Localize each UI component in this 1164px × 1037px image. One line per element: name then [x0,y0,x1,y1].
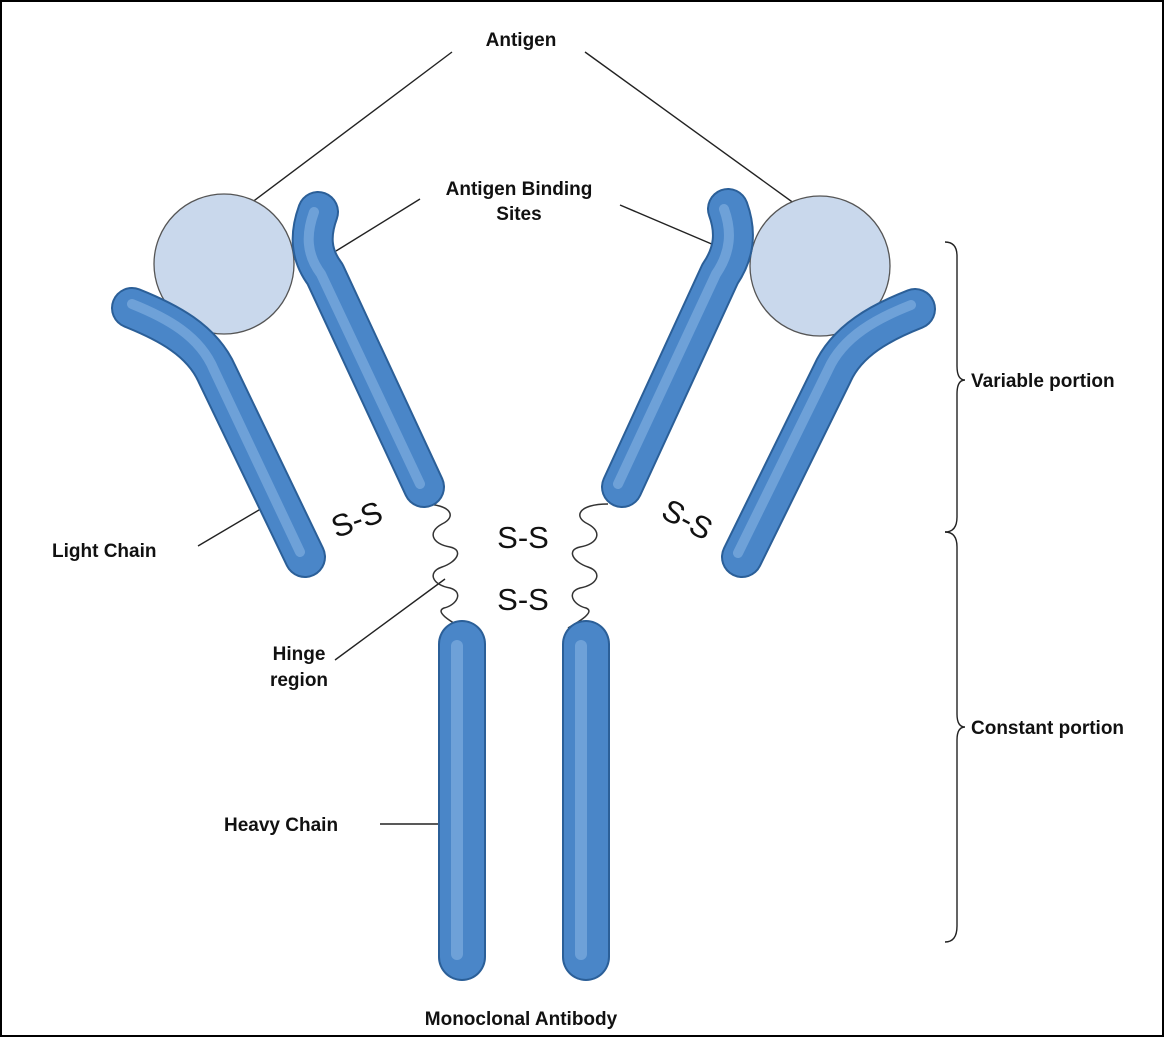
binding-sites-label-line2: Sites [496,204,541,225]
heavy-chain-right-upper [618,209,733,487]
diagram-caption: Monoclonal Antibody [425,1009,618,1030]
disulfide-bond-right: S-S [656,492,718,547]
hinge-label-line2: region [270,670,328,691]
light-chain-label: Light Chain [52,541,156,562]
disulfide-bond-hinge-lower: S-S [497,582,549,617]
antigen-leader-right [585,52,802,209]
light-chain-leader [198,507,264,546]
antigen-leader-left [239,52,452,212]
antigen-label: Antigen [486,30,557,51]
heavy-chain-label: Heavy Chain [224,815,338,836]
binding-sites-label-line1: Antigen Binding [446,179,593,200]
light-chain-left [132,304,305,557]
hinge-wave-right [568,504,608,628]
disulfide-bond-left: S-S [327,494,388,545]
binding-site-leader-left [336,199,420,251]
portion-braces [945,242,965,942]
disulfide-bond-hinge-upper: S-S [497,520,549,555]
light-chain-right [738,305,915,557]
heavy-chain-left-lower [457,644,462,957]
hinge-label-line1: Hinge [273,644,326,665]
hinge-leader [335,579,445,660]
heavy-chain-left-upper [309,212,424,487]
variable-portion-brace [945,242,965,532]
constant-portion-brace [945,532,965,942]
heavy-chain-right-lower [581,644,586,957]
variable-portion-label: Variable portion [971,371,1115,392]
leader-lines [198,52,802,824]
hinge-wave-left [422,504,462,628]
constant-portion-label: Constant portion [971,718,1124,739]
binding-site-leader-right [620,205,714,245]
